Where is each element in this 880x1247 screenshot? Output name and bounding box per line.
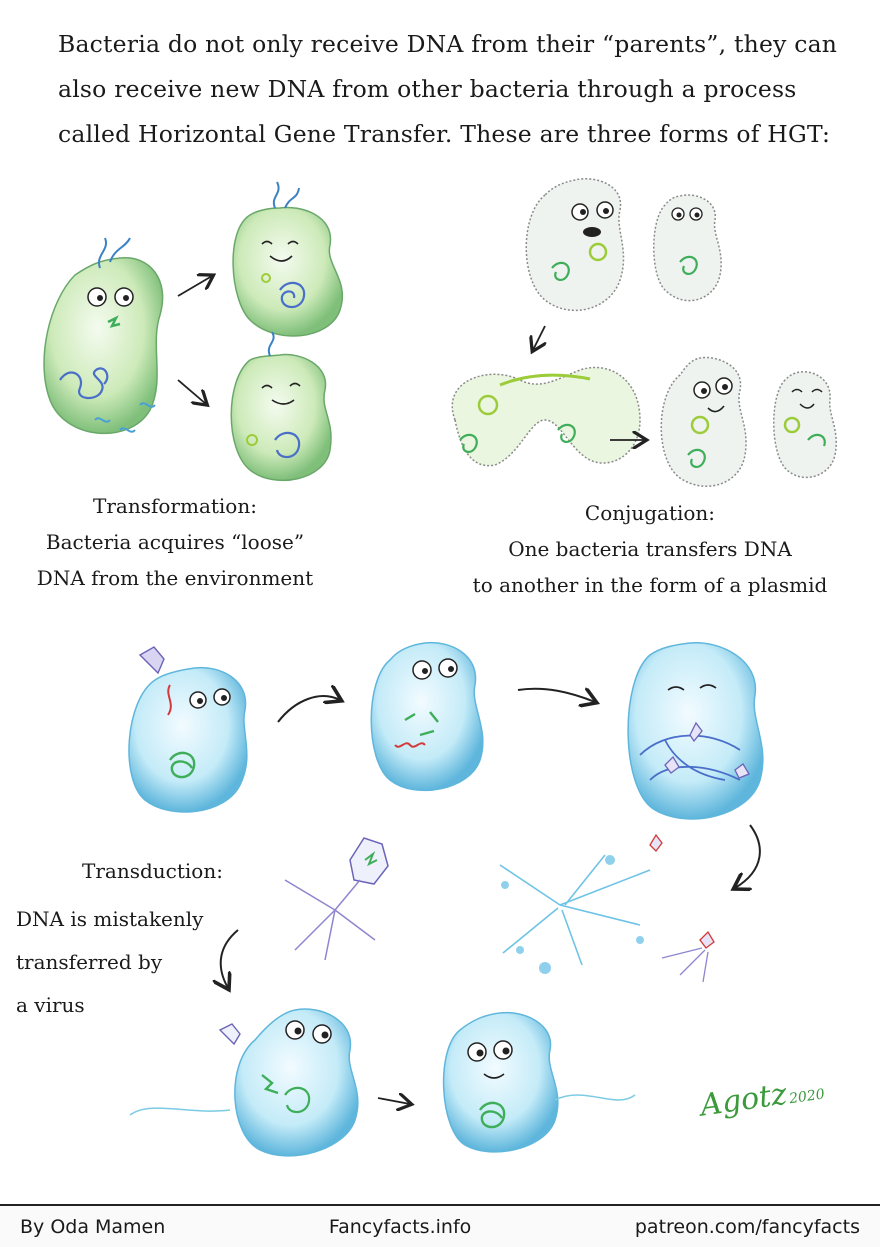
conjugation-arrow-1 bbox=[533, 325, 545, 350]
intro-text: Bacteria do not only receive DNA from th… bbox=[58, 22, 870, 157]
conjugation-title: Conjugation: bbox=[584, 501, 716, 525]
transduction-arrow-4 bbox=[221, 929, 239, 988]
transformation-donor-bacterium bbox=[43, 237, 164, 435]
transduction-infected-bacterium bbox=[128, 646, 248, 813]
transduction-injected-bacterium bbox=[129, 1008, 359, 1157]
transformation-caption: Transformation: Bacteria acquires “loose… bbox=[0, 488, 350, 596]
transformation-desc-1: Bacteria acquires “loose” bbox=[45, 530, 305, 554]
footer-author: By Oda Mamen bbox=[20, 1215, 166, 1238]
intro-line-2: also receive new DNA from other bacteria… bbox=[58, 75, 797, 103]
conjugation-desc-2: to another in the form of a plasmid bbox=[472, 573, 828, 597]
transformation-recipient-top bbox=[232, 181, 344, 337]
footer-site-link[interactable]: Fancyfacts.info bbox=[328, 1215, 472, 1238]
conjugation-donor bbox=[525, 178, 625, 312]
transduction-caption: DNA is mistakenly transferred by a virus bbox=[16, 898, 203, 1027]
signature-year: 2020 bbox=[788, 1086, 826, 1108]
transduction-arrow-5 bbox=[377, 1098, 410, 1104]
hgt-illustration bbox=[43, 178, 837, 1157]
transduction-desc-2: transferred by bbox=[16, 950, 163, 974]
transduction-arrow-2 bbox=[517, 689, 595, 702]
transduction-desc-1: DNA is mistakenly bbox=[16, 907, 204, 931]
transduction-recipient-bacterium bbox=[442, 1011, 636, 1153]
footer-patreon-link[interactable]: patreon.com/fancyfacts bbox=[634, 1215, 860, 1238]
transduction-arrow-1 bbox=[277, 696, 340, 723]
conjugation-result-recipient bbox=[773, 370, 837, 479]
conjugation-caption: Conjugation: One bacteria transfers DNA … bbox=[440, 495, 860, 603]
transduction-phage bbox=[284, 837, 389, 961]
transduction-arrow-3 bbox=[735, 824, 761, 888]
transduction-desc-3: a virus bbox=[16, 993, 85, 1017]
conjugation-bridge bbox=[451, 366, 641, 467]
transformation-arrow-lower bbox=[177, 379, 206, 404]
footer-bar: By Oda Mamen Fancyfacts.info patreon.com… bbox=[0, 1204, 880, 1247]
conjugation-result-donor bbox=[660, 356, 747, 487]
intro-line-1: Bacteria do not only receive DNA from th… bbox=[58, 30, 838, 58]
transduction-degrading-bacterium bbox=[370, 641, 484, 792]
transduction-full-bacterium bbox=[627, 641, 764, 820]
transduction-title: Transduction: bbox=[82, 859, 223, 883]
transformation-desc-2: DNA from the environment bbox=[36, 566, 314, 590]
transformation-arrow-upper bbox=[177, 276, 212, 297]
conjugation-desc-1: One bacteria transfers DNA bbox=[508, 537, 792, 561]
conjugation-recipient bbox=[653, 194, 722, 302]
intro-line-3: called Horizontal Gene Transfer. These a… bbox=[58, 120, 831, 148]
transduction-burst bbox=[499, 833, 715, 983]
transformation-title: Transformation: bbox=[93, 494, 257, 518]
transformation-recipient-bottom bbox=[230, 331, 332, 482]
